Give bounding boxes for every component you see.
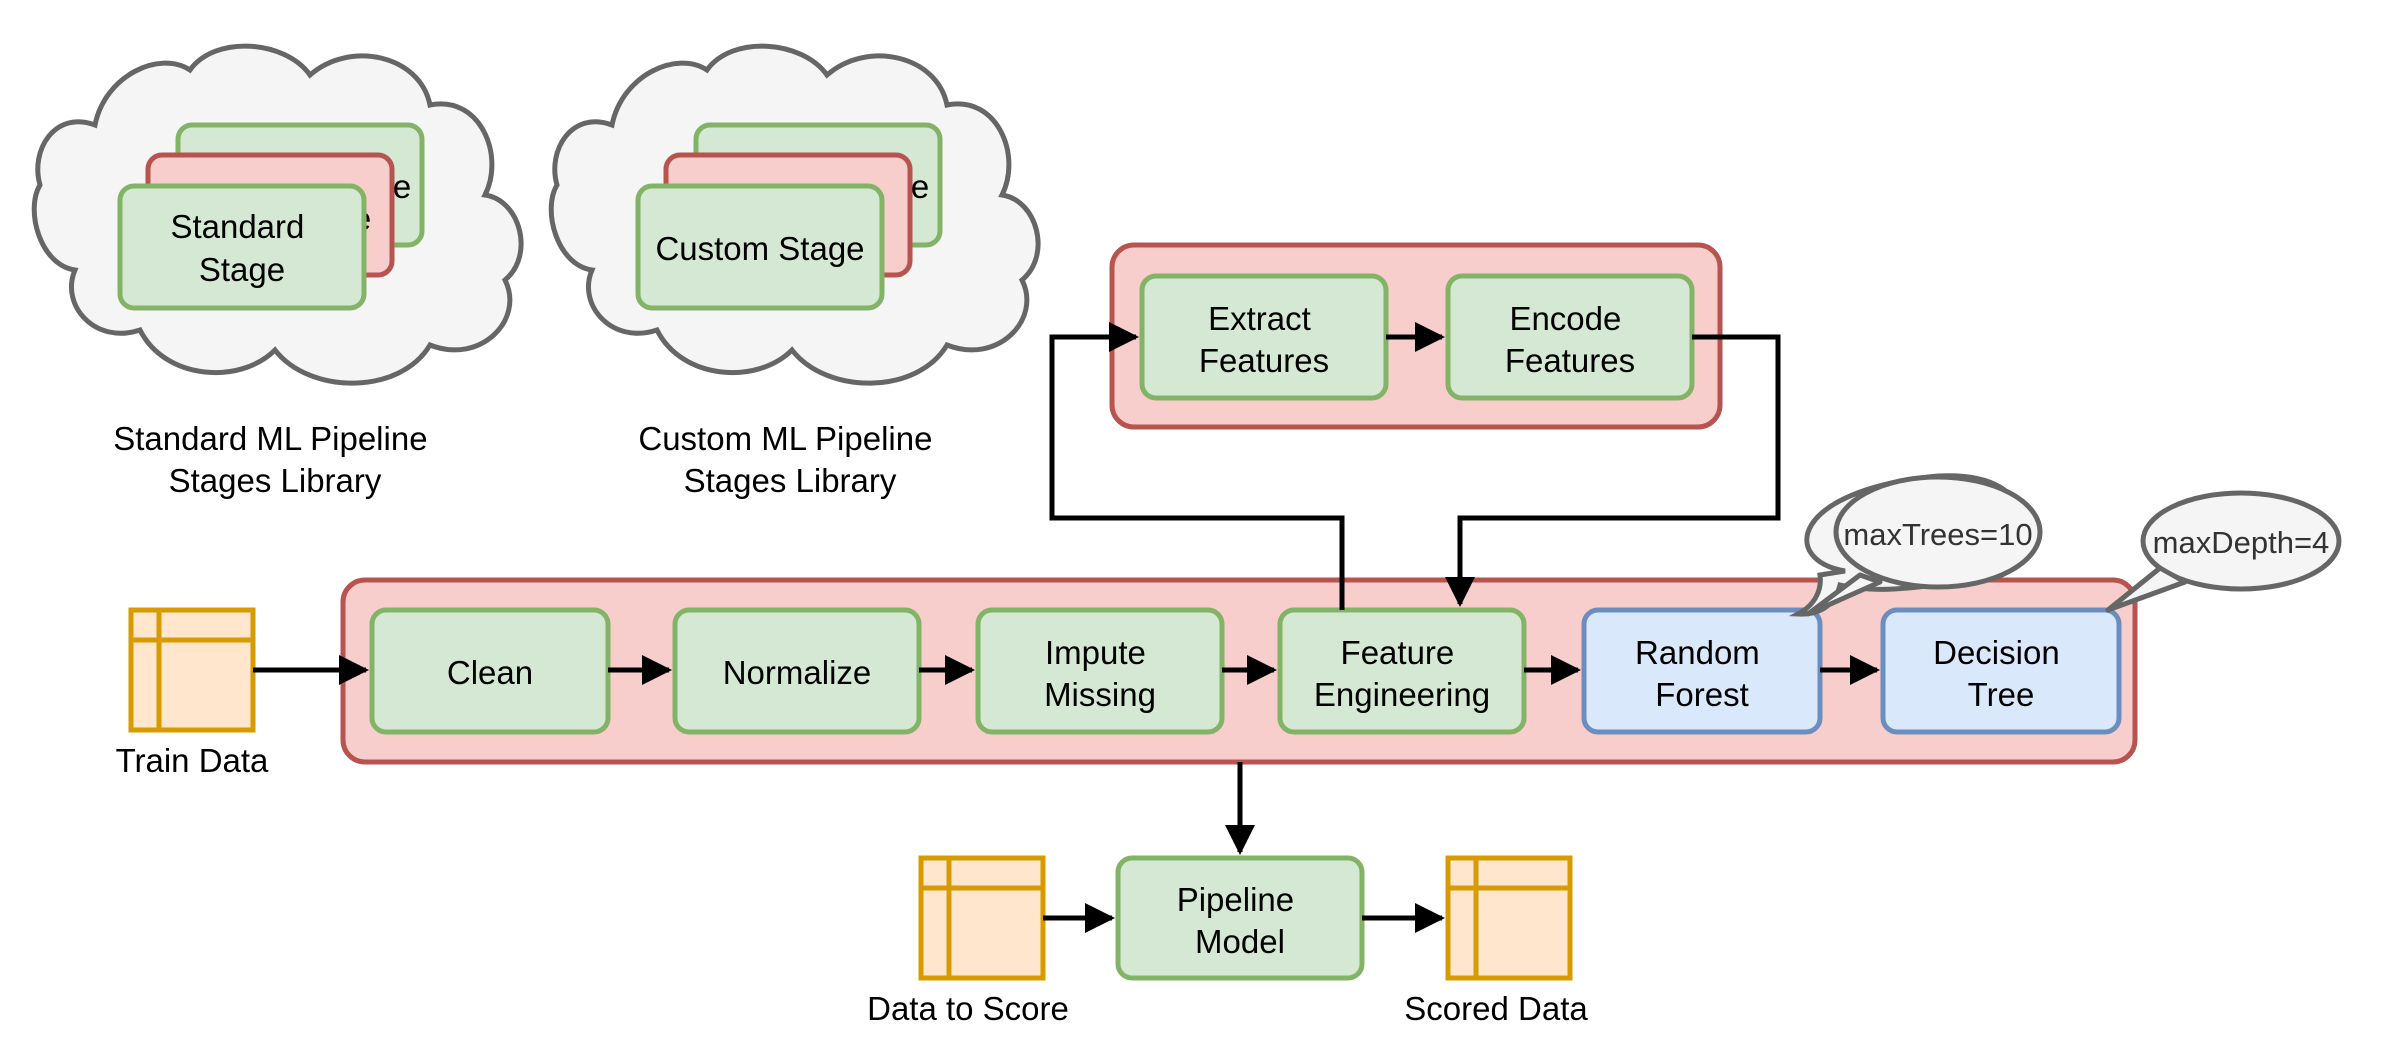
normalize-label: Normalize bbox=[723, 654, 872, 691]
feature-engineering-label: Feature Engineering bbox=[1314, 634, 1490, 713]
feature-engineering-node bbox=[1277, 607, 1527, 735]
scored-data-label: Scored Data bbox=[1404, 990, 1588, 1027]
scored-data-table bbox=[1445, 855, 1573, 981]
custom-library: e Custom Stage bbox=[548, 43, 1041, 386]
standard-library-caption: Standard ML Pipeline Stages Library bbox=[113, 420, 436, 499]
pipeline-model-label: Pipeline Model bbox=[1177, 881, 1304, 960]
impute-missing-label: Impute Missing bbox=[1044, 634, 1156, 713]
back-card-glyph-2: e bbox=[393, 168, 411, 205]
random-forest-node bbox=[1581, 607, 1823, 735]
train-data-label: Train Data bbox=[116, 742, 269, 779]
custom-library-caption: Custom ML Pipeline Stages Library bbox=[638, 420, 941, 499]
custom-stage-card bbox=[635, 183, 885, 311]
extract-features-label: Extract Features bbox=[1199, 300, 1329, 379]
edge-feature-to-extract bbox=[1049, 322, 1345, 610]
standard-library: e e Standard Stage bbox=[31, 43, 524, 386]
decision-tree-node bbox=[1880, 607, 2122, 735]
max-trees-label: maxTrees=10 bbox=[1843, 517, 2032, 552]
pipeline-model-node bbox=[1115, 855, 1365, 981]
random-forest-label: Random Forest bbox=[1635, 634, 1769, 713]
back-card-glyph: e bbox=[911, 168, 929, 205]
encode-features-label: Encode Features bbox=[1505, 300, 1635, 379]
bubble-cover bbox=[1839, 480, 2037, 584]
data-to-score-label: Data to Score bbox=[867, 990, 1069, 1027]
train-data-table bbox=[128, 607, 256, 733]
bubble-tail bbox=[1805, 572, 1883, 617]
bubble-tail bbox=[2105, 565, 2188, 613]
standard-stage-label: Standard Stage bbox=[170, 208, 313, 288]
edges bbox=[253, 322, 1880, 933]
bubble-cover bbox=[2146, 496, 2336, 586]
extract-features-node bbox=[1139, 273, 1389, 401]
impute-missing-node bbox=[975, 607, 1225, 735]
standard-stage-card bbox=[117, 183, 367, 311]
edge-encode-to-feature bbox=[1445, 334, 1781, 607]
clean-label: Clean bbox=[447, 654, 533, 691]
custom-stage-label: Custom Stage bbox=[655, 230, 864, 267]
encode-features-node bbox=[1445, 273, 1695, 401]
max-depth-label: maxDepth=4 bbox=[2153, 525, 2330, 560]
data-to-score-table bbox=[918, 855, 1046, 981]
decision-tree-label: Decision Tree bbox=[1933, 634, 2069, 713]
